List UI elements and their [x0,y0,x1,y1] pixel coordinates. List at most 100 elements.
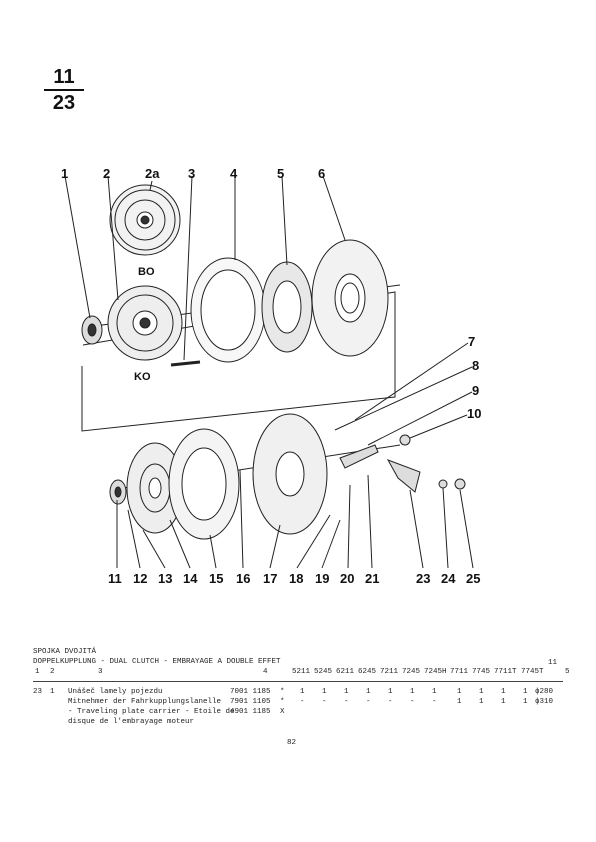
qty-2-7745: 1 [479,698,484,706]
leader-2a [149,180,153,191]
qty-2-7745t: 1 [523,698,528,706]
model-7711t: 7711T [494,668,517,676]
qty-1-7245: 1 [410,688,415,696]
col-num-1: 1 [35,668,40,676]
callout-18: 18 [289,571,303,586]
model-7745t: 7745T [521,668,544,676]
part-number-1: 7001 1185 [230,688,271,696]
leader-21 [367,474,373,569]
disc-ko [107,285,183,361]
group-number: 11 [53,66,75,88]
leader-24 [442,487,449,569]
leader-13 [142,529,166,569]
leader-9 [367,391,473,446]
row-desc-line-2: Mitnehmer der Fahrkupplungslanelle [68,698,222,706]
leader-14 [169,519,191,569]
model-6211: 6211 [336,668,355,676]
qty-2-7211: - [388,698,393,706]
callout-6: 6 [318,166,325,181]
row-desc-line-3: - Traveling plate carrier - Etoile de [68,708,235,716]
col-num-2: 2 [50,668,55,676]
callout-25: 25 [466,571,480,586]
qty-2-7245: - [410,698,415,706]
leader-8 [334,366,473,431]
leader-20 [347,484,351,569]
row-position: 1 [50,688,55,696]
qty-1-6211: 1 [344,688,349,696]
callout-15: 15 [209,571,223,586]
leader-17 [269,524,281,569]
callout-9: 9 [472,383,479,398]
leader-23 [409,489,424,569]
leader-1 [64,175,91,319]
page-footer-number: 82 [287,739,297,747]
callout-2: 2 [103,166,110,181]
row-group: 23 [33,688,43,696]
qty-2-6211: - [344,698,349,706]
callout-14: 14 [183,571,198,586]
leader-18 [296,514,331,569]
row-desc-line-1: Unášeč lamely pojezdu [68,688,163,696]
callout-13: 13 [158,571,172,586]
callout-19: 19 [315,571,329,586]
col-num-3: 3 [98,668,103,676]
page-number-block: 11 23 [44,66,84,114]
leader-25 [459,489,474,569]
model-6245: 6245 [358,668,377,676]
qty-1-5211: 1 [300,688,305,696]
model-columns: 5211 5245 6211 6245 7211 7245 7245H 7711… [292,667,562,677]
qty-1-7745: 1 [479,688,484,696]
callout-11: 11 [108,571,122,586]
section-number: 23 [52,92,76,114]
callout-16: 16 [236,571,250,586]
leader-19 [321,519,341,569]
callout-4: 4 [230,166,238,181]
note-2: ɸ310 [535,698,554,706]
callout-1: 1 [61,166,68,181]
callout-7: 7 [468,334,475,349]
model-7211: 7211 [380,668,399,676]
callout-5: 5 [277,166,284,181]
qty-1-7711: 1 [457,688,462,696]
leader-2 [107,175,119,301]
leader-10 [409,414,468,439]
callout-23: 23 [416,571,430,586]
lever-assembly [339,434,466,493]
qty-1-5245: 1 [322,688,327,696]
qty-1-7211: 1 [388,688,393,696]
callout-17: 17 [263,571,277,586]
model-5245: 5245 [314,668,333,676]
callout-24: 24 [441,571,456,586]
leader-15 [209,534,217,569]
disc-label-bo: BO [138,266,155,278]
model-5211: 5211 [292,668,311,676]
qty-1-7745t: 1 [523,688,528,696]
mark-2: * [280,698,285,706]
cover-part-6 [311,239,389,357]
model-7245: 7245 [402,668,421,676]
col-num-5: 5 [565,668,570,676]
qty-2-6245: - [366,698,371,706]
leader-7 [354,342,469,421]
part-number-2: 7901 1105 [230,698,271,706]
callout-3: 3 [188,166,195,181]
callout-20: 20 [340,571,354,586]
qty-1-7245h: 1 [432,688,437,696]
qty-row-1: 1 1 1 1 1 1 1 1 1 1 1 ɸ280 [300,687,570,697]
mark-1: * [280,688,285,696]
plate-part-17 [252,413,328,535]
mark-3: X [280,708,285,716]
callout-2a: 2a [145,166,160,181]
qty-2-5245: - [322,698,327,706]
parts-title-cz: SPOJKA DVOJITÁ [33,648,97,656]
bolt-part-3 [170,360,201,367]
part-number-3: 4901 1185 [230,708,271,716]
leader-16 [239,469,244,569]
qty-2-7711t: 1 [501,698,506,706]
leader-12 [127,509,141,569]
disc-bo [109,184,181,256]
callout-10: 10 [467,406,481,421]
callout-8: 8 [472,358,479,373]
qty-row-2: - - - - - - - 1 1 1 1 ɸ310 [300,697,570,707]
